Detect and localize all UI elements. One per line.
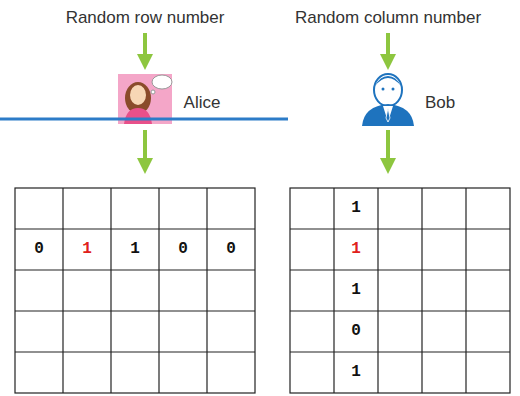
output-arrow bbox=[386, 130, 390, 166]
person-name: Alice bbox=[184, 93, 221, 113]
cut-line bbox=[0, 118, 288, 121]
table-cell: 0 bbox=[34, 240, 44, 258]
input-label: Random row number bbox=[66, 8, 225, 28]
table-cell: 1 bbox=[82, 240, 92, 258]
input-label: Random column number bbox=[295, 8, 481, 28]
table-cell: 1 bbox=[351, 240, 361, 258]
output-arrow bbox=[143, 130, 147, 166]
table-cell: 0 bbox=[178, 240, 188, 258]
table-cell: 0 bbox=[226, 240, 236, 258]
table-cell: 1 bbox=[351, 199, 361, 217]
table-cell: 1 bbox=[351, 281, 361, 299]
table-cell: 1 bbox=[130, 240, 140, 258]
column-grid bbox=[290, 188, 510, 393]
alice-icon bbox=[118, 74, 172, 124]
bob-icon bbox=[362, 74, 414, 126]
table-cell: 0 bbox=[351, 322, 361, 340]
row-grid bbox=[15, 188, 255, 393]
person-name: Bob bbox=[425, 93, 455, 113]
input-arrow bbox=[143, 33, 147, 62]
input-arrow bbox=[386, 33, 390, 62]
table-cell: 1 bbox=[351, 363, 361, 381]
